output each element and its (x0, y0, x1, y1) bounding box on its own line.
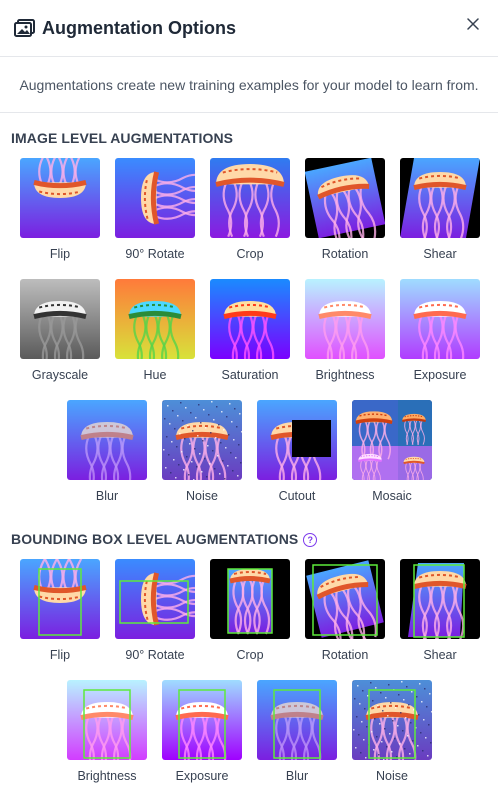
image-augmentation-label: Brightness (315, 368, 375, 382)
bbox-augmentation-thumbnail (352, 680, 432, 760)
image-augmentation-label: 90° Rotate (125, 247, 185, 261)
bbox-augmentation-option[interactable]: Blur (257, 680, 337, 783)
bbox-augmentation-thumbnail (257, 680, 337, 760)
image-augmentation-option[interactable]: Cutout (257, 400, 337, 503)
bbox-augmentation-label: Flip (49, 648, 71, 662)
image-augmentation-thumbnail (400, 158, 480, 238)
bbox-augmentation-label: Exposure (175, 769, 229, 783)
image-augmentation-option[interactable]: 90° Rotate (115, 158, 195, 261)
bbox-section-title: BOUNDING BOX LEVEL AUGMENTATIONS? (11, 531, 318, 547)
image-augmentation-thumbnail (305, 279, 385, 359)
bbox-augmentation-option[interactable]: Exposure (162, 680, 242, 783)
image-augmentation-label: Grayscale (31, 368, 89, 382)
image-augmentation-thumbnail (67, 400, 147, 480)
image-augmentation-label: Saturation (221, 368, 279, 382)
bbox-augmentation-option[interactable]: Crop (210, 559, 290, 662)
close-icon[interactable] (463, 14, 483, 34)
image-augmentation-option[interactable]: Exposure (400, 279, 480, 382)
image-augmentation-thumbnail (210, 158, 290, 238)
bbox-augmentation-label: Crop (236, 648, 264, 662)
image-section-title: IMAGE LEVEL AUGMENTATIONS (11, 130, 234, 146)
bbox-augmentation-label: Noise (376, 769, 408, 783)
image-augmentation-thumbnail (115, 158, 195, 238)
image-augmentation-label: Mosaic (372, 489, 412, 503)
bbox-augmentation-thumbnail (67, 680, 147, 760)
image-augmentation-option[interactable]: Crop (210, 158, 290, 261)
bbox-augmentation-thumbnail (305, 559, 385, 639)
image-augmentation-thumbnail (210, 279, 290, 359)
image-augmentation-option[interactable]: Shear (400, 158, 480, 261)
image-augmentation-option[interactable]: Grayscale (20, 279, 100, 382)
image-augmentation-thumbnail (115, 279, 195, 359)
image-augmentation-label: Shear (423, 247, 457, 261)
image-augmentation-option[interactable]: Flip (20, 158, 100, 261)
image-augmentation-option[interactable]: Rotation (305, 158, 385, 261)
image-augmentation-label: Noise (186, 489, 218, 503)
bbox-augmentation-option[interactable]: Rotation (305, 559, 385, 662)
modal-header: Augmentation Options (0, 0, 498, 57)
bbox-augmentation-option[interactable]: Shear (400, 559, 480, 662)
bbox-augmentation-thumbnail (210, 559, 290, 639)
image-augmentation-option[interactable]: Hue (115, 279, 195, 382)
bbox-augmentation-option[interactable]: Brightness (67, 680, 147, 783)
image-augmentation-option[interactable]: Mosaic (352, 400, 432, 503)
bbox-augmentation-label: Rotation (321, 648, 369, 662)
bbox-augmentation-label: Blur (285, 769, 309, 783)
bbox-augmentation-option[interactable]: Noise (352, 680, 432, 783)
image-augmentation-option[interactable]: Blur (67, 400, 147, 503)
bbox-augmentation-thumbnail (115, 559, 195, 639)
image-augmentation-thumbnail (20, 279, 100, 359)
image-augmentation-label: Exposure (413, 368, 467, 382)
image-augmentation-label: Hue (143, 368, 167, 382)
bbox-augmentation-thumbnail (20, 559, 100, 639)
image-augmentation-thumbnail (162, 400, 242, 480)
image-icon (14, 19, 36, 37)
bbox-augmentation-label: 90° Rotate (125, 648, 185, 662)
bbox-augmentation-option[interactable]: 90° Rotate (115, 559, 195, 662)
image-augmentation-thumbnail (257, 400, 337, 480)
image-augmentation-label: Cutout (278, 489, 316, 503)
image-augmentation-option[interactable]: Brightness (305, 279, 385, 382)
image-augmentation-thumbnail (352, 400, 432, 480)
image-augmentation-option[interactable]: Noise (162, 400, 242, 503)
image-augmentation-thumbnail (400, 279, 480, 359)
modal-title: Augmentation Options (42, 17, 236, 38)
image-augmentation-label: Rotation (321, 247, 369, 261)
bbox-section-title-text: BOUNDING BOX LEVEL AUGMENTATIONS (11, 531, 299, 547)
image-augmentation-label: Blur (95, 489, 119, 503)
description: Augmentations create new training exampl… (0, 57, 498, 113)
bbox-augmentation-option[interactable]: Flip (20, 559, 100, 662)
bbox-augmentation-thumbnail (162, 680, 242, 760)
help-icon[interactable]: ? (303, 533, 318, 547)
image-augmentation-thumbnail (20, 158, 100, 238)
bbox-augmentation-label: Brightness (77, 769, 137, 783)
image-augmentation-thumbnail (305, 158, 385, 238)
image-augmentation-label: Flip (49, 247, 71, 261)
bbox-augmentation-thumbnail (400, 559, 480, 639)
image-augmentation-option[interactable]: Saturation (210, 279, 290, 382)
bbox-augmentation-label: Shear (423, 648, 457, 662)
image-augmentation-label: Crop (236, 247, 264, 261)
